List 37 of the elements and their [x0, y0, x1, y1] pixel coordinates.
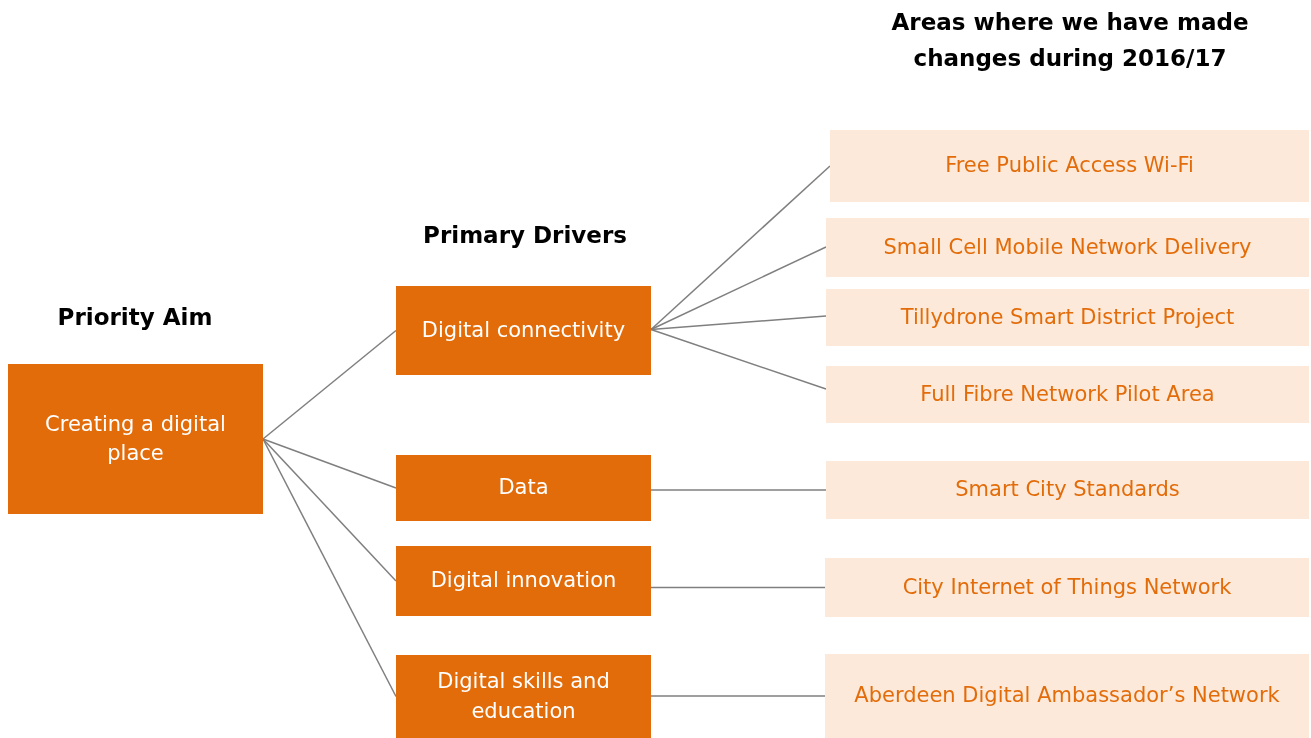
driver-box — [396, 455, 651, 521]
driver-box — [396, 655, 651, 738]
area-box — [826, 461, 1309, 519]
driver-box — [396, 546, 651, 616]
connector-line — [262, 438, 397, 582]
aim-box — [8, 364, 263, 514]
column-heading: Areas where we have made changes during 2016/17 — [890, 8, 1250, 73]
connector-line — [262, 329, 397, 440]
connector-line — [650, 165, 831, 331]
area-box — [830, 130, 1309, 202]
area-box — [825, 558, 1309, 617]
connector-line — [650, 315, 827, 331]
node-text: Aberdeen Digital Ambassador’s Network — [854, 682, 1280, 710]
node-text: Digital connectivity — [421, 316, 626, 344]
node-text: Free Public Access Wi-Fi — [945, 152, 1194, 180]
connector-line — [650, 586, 826, 589]
connector-line — [650, 489, 827, 491]
node-text: Small Cell Mobile Network Delivery — [883, 233, 1252, 261]
connector-line — [262, 438, 397, 489]
area-box — [825, 654, 1309, 738]
node-text: Smart City Standards — [955, 476, 1180, 504]
connector-line — [650, 695, 826, 697]
area-box — [826, 289, 1309, 346]
connector-line — [650, 328, 827, 390]
connector-line — [650, 246, 827, 331]
node-text: Full Fibre Network Pilot Area — [920, 380, 1215, 408]
column-heading: Priority Aim — [56, 303, 214, 332]
node-text: Tillydrone Smart District Project — [900, 303, 1235, 331]
driver-box — [396, 286, 651, 375]
area-box — [826, 218, 1309, 277]
node-text: Data — [498, 474, 549, 502]
node-text: City Internet of Things Network — [902, 573, 1232, 601]
column-heading: Primary Drivers — [422, 221, 628, 250]
node-text: Digital skills and education — [436, 668, 611, 725]
node-text: Digital innovation — [430, 567, 617, 595]
area-box — [826, 366, 1309, 423]
node-text: Creating a digital place — [44, 410, 227, 467]
